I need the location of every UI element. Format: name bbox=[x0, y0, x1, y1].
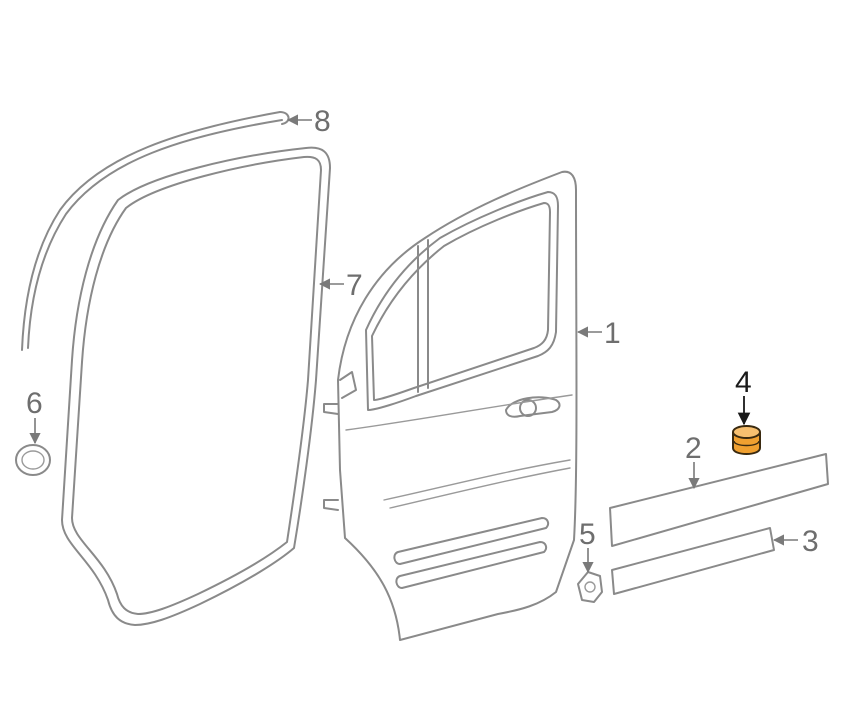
callout-2: 2 bbox=[685, 432, 702, 465]
callout-7: 7 bbox=[346, 269, 363, 302]
part-1-door-shell bbox=[323, 170, 578, 641]
part-7-door-seal bbox=[61, 146, 331, 626]
callout-8: 8 bbox=[314, 105, 331, 138]
part-8-upper-seal-strip bbox=[21, 111, 290, 351]
callout-1: 1 bbox=[604, 317, 621, 350]
part-4-clip-highlighted bbox=[732, 425, 761, 455]
part-3-lower-molding bbox=[611, 527, 775, 595]
callout-5: 5 bbox=[579, 518, 596, 551]
callout-3: 3 bbox=[802, 525, 819, 558]
part-6-plug bbox=[15, 444, 51, 476]
part-2-upper-molding bbox=[609, 453, 829, 547]
part-5-nut bbox=[577, 571, 603, 603]
callout-6: 6 bbox=[26, 387, 43, 420]
callout-4: 4 bbox=[735, 366, 752, 399]
